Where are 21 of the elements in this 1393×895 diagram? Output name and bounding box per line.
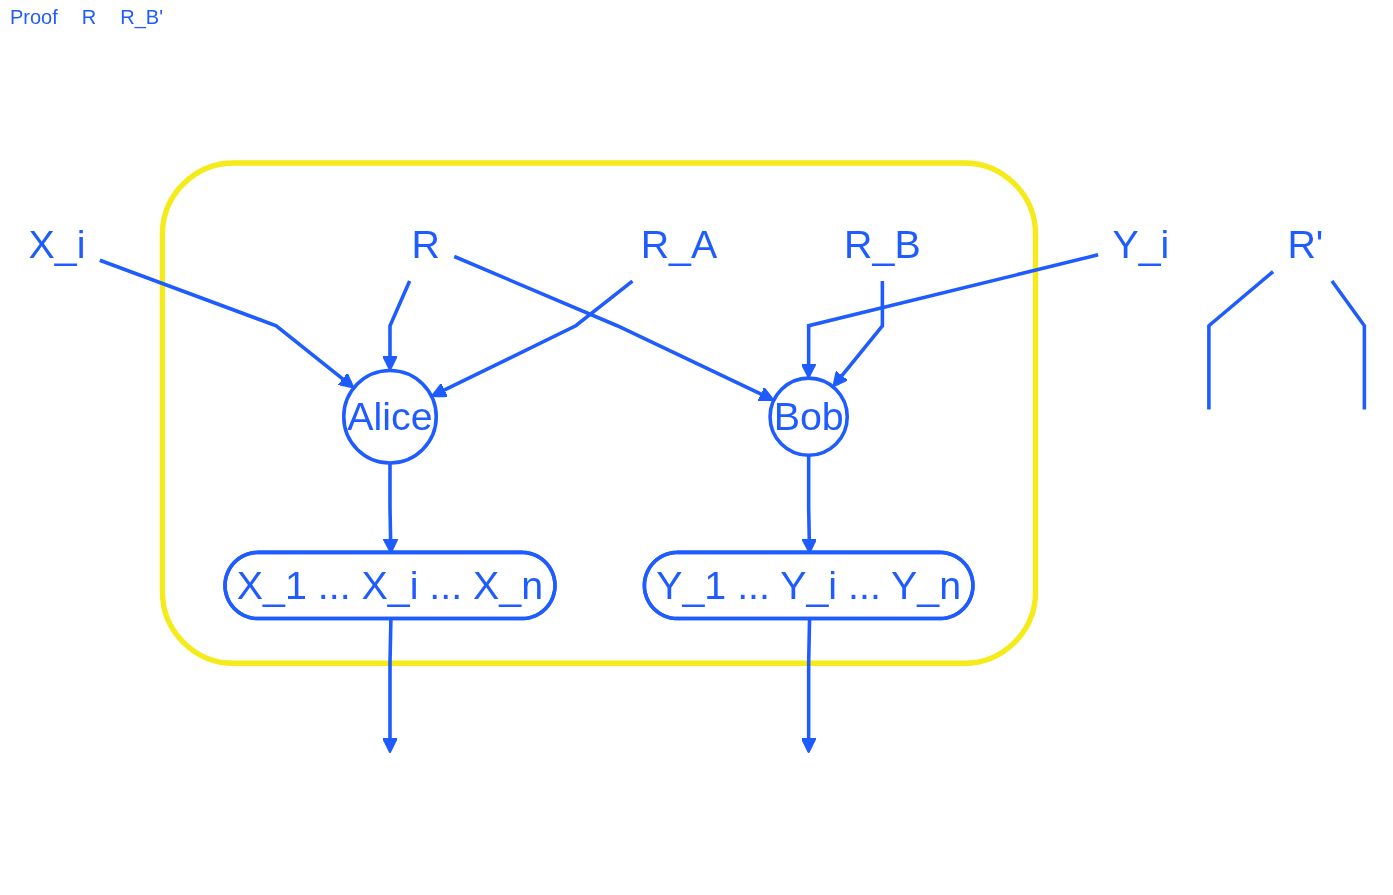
connector-line [1207, 270, 1275, 410]
arrow [453, 254, 775, 402]
note-text: Proof [10, 6, 58, 29]
node-text: R' [1287, 222, 1324, 267]
node-circle: Bob [768, 376, 850, 458]
arrow [800, 253, 1099, 379]
node-text: R_B [844, 222, 921, 267]
arrow [430, 279, 634, 398]
node-text: Y_i [1112, 222, 1170, 267]
node-text: R [411, 222, 440, 267]
cluster [159, 160, 1039, 666]
arrow [382, 619, 398, 754]
arrow [800, 619, 817, 754]
node-text: X_i [28, 222, 86, 267]
note-text: R [81, 6, 97, 29]
node-text: R_A [640, 222, 718, 267]
connector-line [1330, 280, 1367, 410]
note-text: R_B' [120, 6, 163, 29]
node-circle: Alice [341, 368, 438, 465]
arrow [832, 281, 885, 388]
arrow [99, 258, 355, 389]
